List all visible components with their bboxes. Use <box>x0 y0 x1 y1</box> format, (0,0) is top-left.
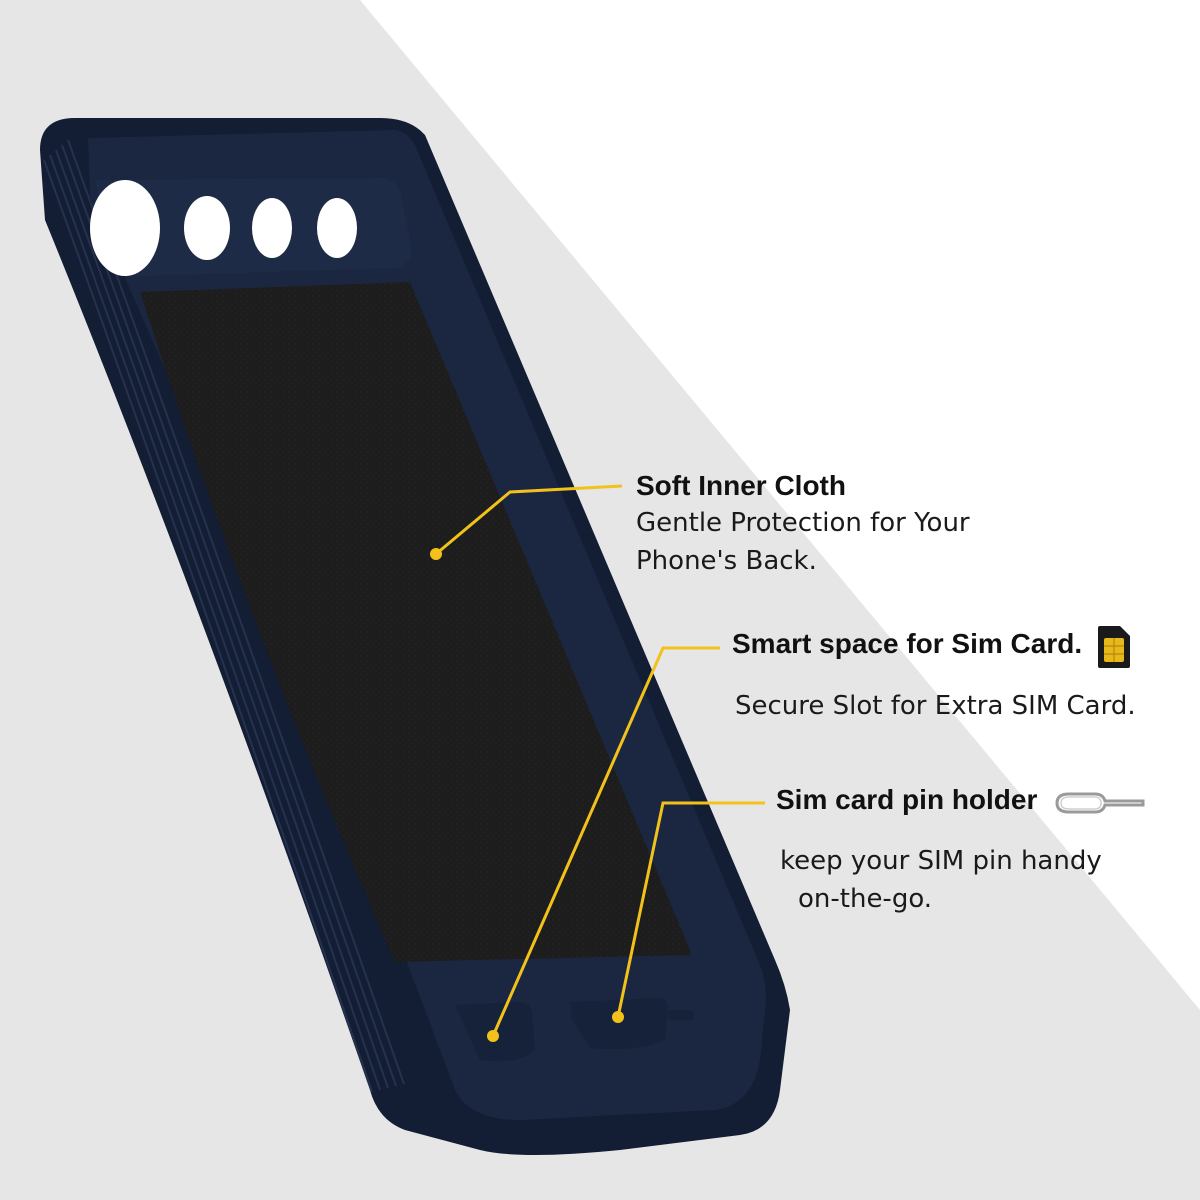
sim-space-desc: Secure Slot for Extra SIM Card. <box>735 691 1136 721</box>
inner-cloth <box>140 282 690 962</box>
cloth-callout-line <box>435 484 623 556</box>
pin-holder-title: Sim card pin holder <box>776 784 1038 815</box>
pin-holder-desc-line2: on-the-go. <box>798 883 933 914</box>
callout-lines <box>435 484 765 1037</box>
camera-hole-4 <box>317 198 357 258</box>
sim-space-callout-dot <box>487 1030 499 1042</box>
cloth-desc-line1: Gentle Protection for Your <box>636 508 970 538</box>
cloth-desc-line2: Phone's Back. <box>636 546 817 576</box>
pin-holder-callout-dot <box>612 1011 624 1023</box>
pin-holder-desc-line1: keep your SIM pin handy <box>780 845 1102 876</box>
pin-holder-slot <box>570 998 668 1049</box>
sim-card-icon <box>1096 624 1132 675</box>
cloth-title: Soft Inner Cloth <box>636 470 846 501</box>
phone-case <box>40 118 790 1155</box>
camera-hole-3 <box>252 198 292 258</box>
cloth-callout-dot <box>430 548 442 560</box>
pin-holder-callout: Sim card pin holder keep your SIM pin ha… <box>776 784 1147 918</box>
sim-space-callout-line <box>491 646 720 1037</box>
camera-hole-1 <box>90 180 160 276</box>
sim-eject-pin-icon <box>1051 789 1147 822</box>
pin-holder-callout-line <box>616 801 765 1018</box>
sim-space-callout: Smart space for Sim Card. Secure Slot fo… <box>732 624 1136 725</box>
cloth-callout: Soft Inner Cloth Gentle Protection for Y… <box>636 470 970 580</box>
sim-space-title: Smart space for Sim Card. <box>732 628 1083 660</box>
camera-hole-2 <box>184 196 230 260</box>
